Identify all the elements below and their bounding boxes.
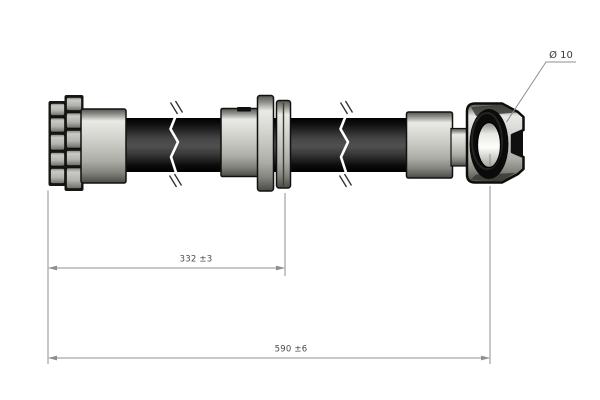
diameter-callout: Ø 10 [506,49,576,123]
break-mark-left [168,100,184,188]
diameter-callout-label: Ø 10 [549,49,573,61]
dimension-label-590: 590 ±6 [275,345,308,355]
dimensions: 332 ±3 590 ±6 Ø 10 [47,49,576,364]
dimension-332: 332 ±3 [48,255,285,271]
leader-line [506,61,576,123]
mounting-collar [220,94,292,192]
collar-flange-1 [256,94,275,192]
dimension-590: 590 ±6 [48,345,490,361]
dimension-label-332: 332 ±3 [180,255,213,265]
left-fitting-hex-facets [50,103,65,184]
break-mark-right [338,100,354,188]
crimp-sleeve-left [80,108,127,184]
left-fitting [48,95,127,191]
banjo-eye-hole [476,121,502,169]
left-fitting-ring-facets [66,97,82,189]
collar-top-mark [237,107,251,112]
crimp-sleeve-right [405,111,470,179]
banjo-fitting [465,102,525,184]
banjo-notch [511,129,523,158]
